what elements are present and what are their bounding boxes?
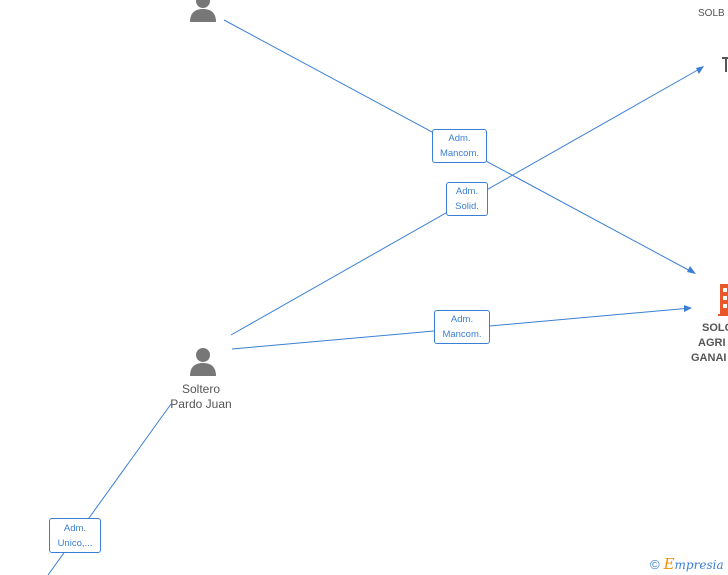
relation-label[interactable]: Adm. Mancom.	[432, 129, 487, 163]
company-name[interactable]: SOLO AGRI GANAI	[691, 321, 728, 366]
person-name[interactable]: Soltero Pardo Juan	[160, 382, 242, 412]
company-name-line1: SOLO	[702, 322, 728, 334]
person-icon[interactable]	[188, 0, 218, 22]
relation-label[interactable]: Adm. Mancom.	[434, 310, 490, 344]
person-icon[interactable]	[188, 346, 218, 376]
relation-type: Adm.	[63, 522, 87, 534]
relation-detail: Unico,...	[57, 537, 93, 549]
building-icon[interactable]	[718, 284, 728, 316]
relation-detail: Mancom.	[442, 329, 482, 340]
relation-type: Adm.	[455, 186, 479, 197]
company-top-label[interactable]: SOLB	[698, 8, 725, 19]
relation-type: Adm.	[448, 133, 471, 144]
brand-text: mpresia	[674, 558, 724, 572]
arrowhead	[687, 266, 696, 274]
copyright-icon: ©	[650, 556, 660, 572]
relation-label[interactable]: Adm. Unico,...	[49, 518, 101, 553]
relation-detail: Solid.	[455, 201, 479, 212]
relation-detail: Mancom.	[439, 148, 480, 159]
relation-label[interactable]: Adm. Solid.	[446, 182, 488, 216]
relation-type: Adm.	[450, 314, 474, 325]
brand-logo: Empresia	[664, 555, 724, 573]
company-name-line2: AGRI	[698, 337, 726, 349]
company-name-line3: GANAI	[691, 352, 727, 364]
person-name-line1: Soltero	[181, 382, 221, 396]
person-name-line2: Pardo Juan	[170, 397, 232, 411]
arrowhead	[684, 305, 692, 312]
arrowhead	[696, 66, 704, 74]
brand-initial: E	[663, 555, 675, 573]
footer-brand: © Empresia	[650, 555, 724, 573]
